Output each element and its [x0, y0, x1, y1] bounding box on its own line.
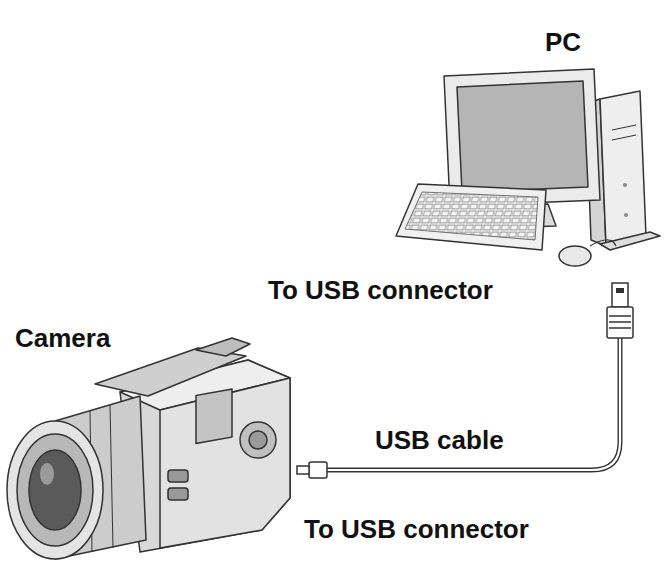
label-text: PC	[545, 27, 581, 58]
monitor-screen	[457, 81, 588, 192]
cable-core	[326, 338, 620, 470]
lens-front	[7, 421, 103, 559]
pc-illustration	[396, 69, 660, 266]
monitor	[444, 69, 600, 206]
mouse-cable	[590, 240, 616, 246]
lens-glass	[29, 450, 81, 530]
mouse	[559, 246, 591, 266]
label-text: Camera	[15, 323, 110, 354]
camera-usb-plug-tip	[297, 466, 309, 474]
camera-dial	[240, 422, 276, 458]
label-text: To USB connector	[268, 275, 493, 306]
camera-button	[168, 470, 188, 482]
viewfinder	[196, 338, 250, 356]
pc-usb-plug-tip	[612, 283, 628, 307]
tower-front	[600, 91, 646, 246]
camera-usb-plug	[309, 462, 327, 478]
cable-outline	[326, 338, 620, 470]
pc-usb-plug	[607, 307, 633, 338]
camera-side	[160, 378, 290, 548]
camera-panel	[196, 389, 232, 443]
label-text: USB cable	[375, 425, 504, 456]
keyboard	[396, 184, 546, 250]
tower-foot	[600, 232, 660, 250]
usb-cable	[297, 283, 633, 478]
camera-illustration	[7, 338, 290, 559]
label-text: To USB connector	[304, 514, 529, 545]
